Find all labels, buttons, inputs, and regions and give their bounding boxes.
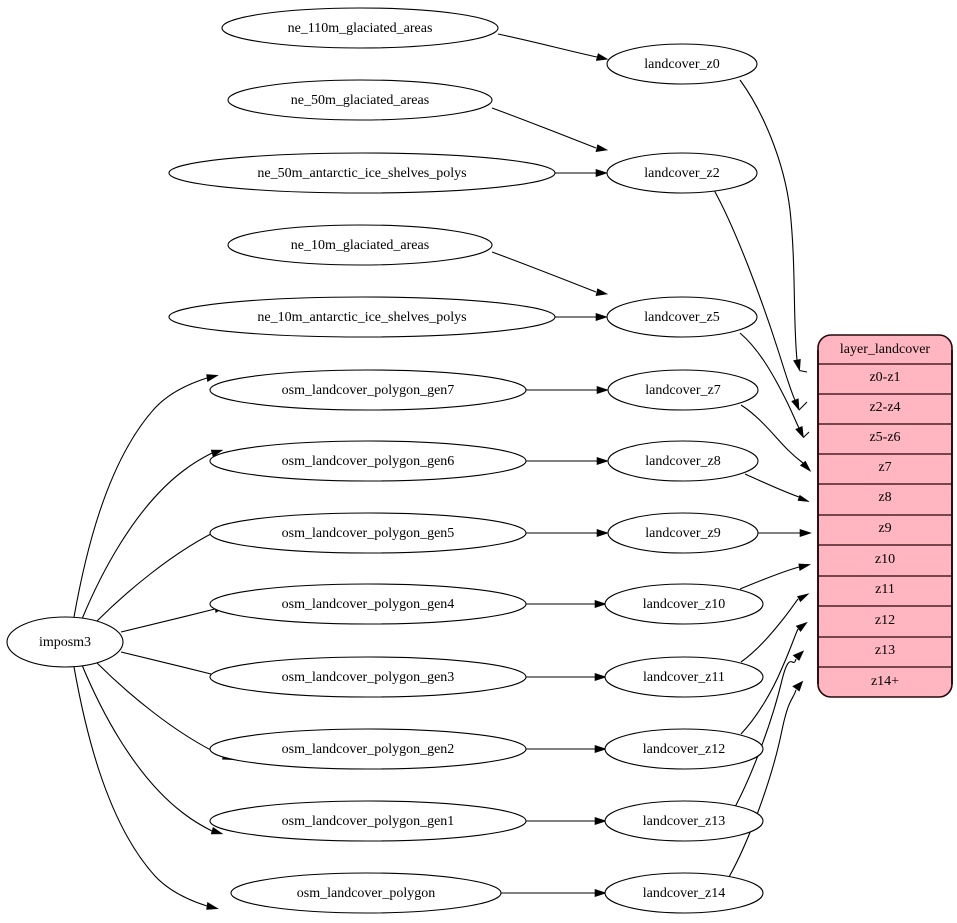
- table-row-label: z10: [875, 552, 895, 567]
- edge-z8-to-row-z8: [744, 473, 810, 502]
- node-landcover-z7[interactable]: landcover_z7: [607, 369, 759, 411]
- node-label: osm_landcover_polygon: [297, 886, 435, 901]
- edge-imposm3-to-gen7: [73, 374, 219, 618]
- node-landcover-z2[interactable]: landcover_z2: [606, 152, 758, 194]
- node-landcover-z14[interactable]: landcover_z14: [604, 872, 764, 914]
- node-landcover-z9[interactable]: landcover_z9: [607, 512, 759, 554]
- node-imposm3[interactable]: imposm3: [6, 616, 124, 668]
- edge-z9-to-row-z9: [753, 528, 812, 538]
- edge-gen2-to-z12: [526, 744, 607, 754]
- edge-imposm3-to-gen3: [120, 651, 227, 679]
- node-label: landcover_z12: [643, 742, 725, 757]
- edge-z11-to-row-z11: [740, 593, 810, 663]
- edge-layer: [73, 33, 812, 910]
- edge-ne10m-antarctic-to-z5: [555, 312, 608, 322]
- edge-gen3-to-z11: [526, 672, 607, 682]
- edge-imposm3-to-gen6: [81, 449, 224, 620]
- node-osm-landcover-polygon-gen3[interactable]: osm_landcover_polygon_gen3: [209, 656, 527, 698]
- node-osm-landcover-polygon-gen7[interactable]: osm_landcover_polygon_gen7: [209, 369, 527, 411]
- table-row-label: z11: [875, 582, 895, 597]
- node-ne-50m-glaciated-areas[interactable]: ne_50m_glaciated_areas: [227, 79, 493, 121]
- node-label: ne_50m_antarctic_ice_shelves_polys: [257, 166, 466, 181]
- table-header-label: layer_landcover: [840, 342, 931, 357]
- edge-ne110m-to-z0: [497, 33, 609, 61]
- node-osm-landcover-polygon[interactable]: osm_landcover_polygon: [230, 872, 502, 914]
- node-landcover-z0[interactable]: landcover_z0: [606, 43, 758, 85]
- node-label: landcover_z13: [643, 814, 725, 829]
- edge-z5-to-row-z5z6: [739, 332, 810, 439]
- node-label: osm_landcover_polygon_gen6: [282, 454, 455, 469]
- node-label: ne_50m_glaciated_areas: [291, 93, 429, 108]
- node-label: landcover_z8: [645, 454, 720, 469]
- edge-gen6-to-z8: [526, 456, 609, 466]
- node-label: ne_10m_antarctic_ice_shelves_polys: [257, 310, 466, 325]
- node-label: landcover_z14: [643, 886, 725, 901]
- edge-gen4-to-z10: [526, 599, 607, 609]
- edge-polygon-to-z14: [500, 888, 607, 898]
- node-osm-landcover-polygon-gen4[interactable]: osm_landcover_polygon_gen4: [209, 583, 527, 625]
- node-label: landcover_z2: [644, 166, 719, 181]
- node-osm-landcover-polygon-gen1[interactable]: osm_landcover_polygon_gen1: [209, 800, 527, 842]
- node-osm-landcover-polygon-gen6[interactable]: osm_landcover_polygon_gen6: [209, 440, 527, 482]
- edge-z13-to-row-z13: [734, 650, 805, 808]
- edge-z12-to-row-z12: [740, 621, 808, 735]
- node-osm-landcover-polygon-gen5[interactable]: osm_landcover_polygon_gen5: [209, 512, 527, 554]
- node-label: ne_10m_glaciated_areas: [291, 238, 429, 253]
- node-osm-landcover-polygon-gen2[interactable]: osm_landcover_polygon_gen2: [209, 728, 527, 770]
- node-label: landcover_z0: [644, 57, 719, 72]
- node-ne-50m-antarctic-ice-shelves-polys[interactable]: ne_50m_antarctic_ice_shelves_polys: [168, 152, 556, 194]
- table-row-label: z5-z6: [869, 430, 900, 445]
- node-landcover-z12[interactable]: landcover_z12: [604, 728, 764, 770]
- table-row-label: z12: [875, 613, 895, 628]
- landcover-nodes: landcover_z0 landcover_z2 landcover_z5 l…: [604, 43, 764, 914]
- node-label: imposm3: [39, 635, 91, 650]
- natural-earth-source-nodes: ne_110m_glaciated_areas ne_50m_glaciated…: [168, 7, 556, 338]
- node-landcover-z10[interactable]: landcover_z10: [604, 583, 764, 625]
- node-ne-110m-glaciated-areas[interactable]: ne_110m_glaciated_areas: [221, 7, 499, 49]
- edge-imposm3-to-polygon: [73, 666, 219, 910]
- edge-ne50m-glaciated-to-z2: [491, 107, 609, 152]
- node-label: osm_landcover_polygon_gen3: [282, 670, 455, 685]
- node-landcover-z13[interactable]: landcover_z13: [604, 800, 764, 842]
- edge-z14-to-row-z14plus: [728, 680, 804, 878]
- node-label: landcover_z11: [643, 670, 725, 685]
- edge-ne10m-glaciated-to-z5: [491, 251, 609, 296]
- edge-imposm3-to-gen1: [81, 664, 224, 835]
- table-row-label: z13: [875, 643, 895, 658]
- node-label: osm_landcover_polygon_gen2: [282, 742, 455, 757]
- edge-z10-to-row-z10: [739, 563, 812, 590]
- edge-gen7-to-z7: [526, 385, 609, 395]
- table-row-label: z14+: [871, 674, 899, 689]
- table-row-label: z9: [878, 521, 891, 536]
- table-row-label: z7: [878, 460, 891, 475]
- table-row-label: z2-z4: [869, 400, 900, 415]
- node-label: osm_landcover_polygon_gen7: [282, 383, 455, 398]
- node-label: landcover_z5: [644, 310, 719, 325]
- edge-imposm3-to-gen4: [120, 605, 227, 633]
- table-row-label: z8: [878, 490, 891, 505]
- node-label: landcover_z10: [643, 597, 725, 612]
- node-landcover-z5[interactable]: landcover_z5: [606, 296, 758, 338]
- node-label: osm_landcover_polygon_gen5: [282, 526, 455, 541]
- table-row-label: z0-z1: [869, 370, 900, 385]
- edge-z0-to-row-z0z1: [739, 79, 808, 373]
- osm-source-nodes: osm_landcover_polygon_gen7 osm_landcover…: [209, 369, 527, 914]
- edge-z2-to-row-z2z4: [713, 189, 808, 411]
- node-landcover-z11[interactable]: landcover_z11: [604, 656, 764, 698]
- node-ne-10m-glaciated-areas[interactable]: ne_10m_glaciated_areas: [227, 224, 493, 266]
- node-label: landcover_z9: [645, 526, 720, 541]
- node-landcover-z8[interactable]: landcover_z8: [607, 440, 759, 482]
- node-ne-10m-antarctic-ice-shelves-polys[interactable]: ne_10m_antarctic_ice_shelves_polys: [168, 296, 556, 338]
- edge-gen1-to-z13: [526, 816, 607, 826]
- layer-landcover-table[interactable]: layer_landcover z0-z1 z2-z4 z5-z6 z7 z8 …: [817, 334, 953, 698]
- edge-ne50m-antarctic-to-z2: [555, 168, 608, 178]
- node-label: ne_110m_glaciated_areas: [288, 21, 433, 36]
- node-label: osm_landcover_polygon_gen1: [282, 814, 455, 829]
- node-label: osm_landcover_polygon_gen4: [282, 597, 455, 612]
- node-label: landcover_z7: [645, 383, 720, 398]
- edge-gen5-to-z9: [526, 528, 609, 538]
- edge-z7-to-row-z7: [740, 404, 812, 472]
